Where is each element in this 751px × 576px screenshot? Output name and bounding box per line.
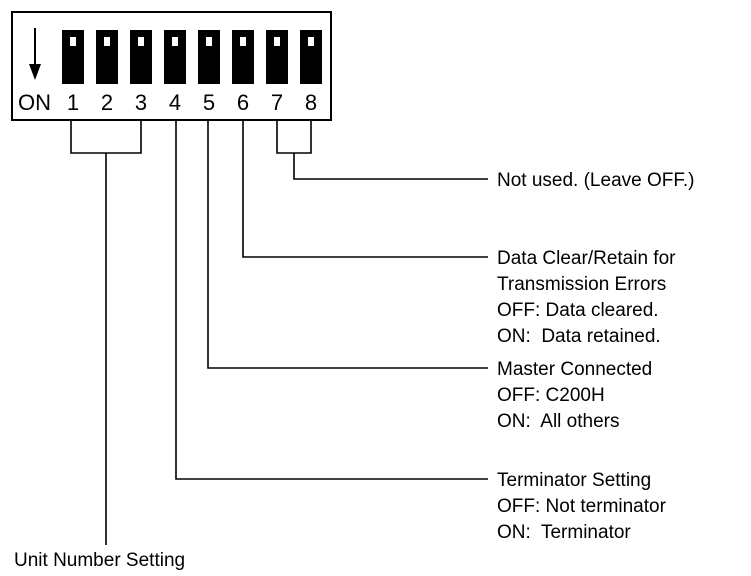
leader-data-clear xyxy=(242,120,488,258)
switch-number-1: 1 xyxy=(67,90,79,115)
dip-lever-7 xyxy=(266,30,288,84)
switch-number-3: 3 xyxy=(135,90,147,115)
dip-lever-2 xyxy=(96,30,118,84)
callout-master-line-2: OFF: C200H xyxy=(497,385,605,406)
callout-unit-number-line-1: Unit Number Setting xyxy=(14,550,185,571)
callout-data-clear-line-2: Transmission Errors xyxy=(497,274,666,295)
switch-number-7: 7 xyxy=(271,90,283,115)
leader-lines xyxy=(70,120,488,545)
dip-lever-6 xyxy=(232,30,254,84)
callout-unused-line-1: Not used. (Leave OFF.) xyxy=(497,170,694,191)
dip-lever-5 xyxy=(198,30,220,84)
leader-master xyxy=(207,120,488,369)
callout-master-line-3: ON: All others xyxy=(497,411,620,432)
callout-master-line-1: Master Connected xyxy=(497,359,652,380)
leader-unit-number xyxy=(70,120,142,545)
callout-data-clear-line-4: ON: Data retained. xyxy=(497,326,661,347)
leader-terminator xyxy=(175,120,488,480)
switch-number-5: 5 xyxy=(203,90,215,115)
on-direction-arrow-icon xyxy=(29,28,41,80)
leader-unused xyxy=(276,120,488,180)
dip-lever-3 xyxy=(130,30,152,84)
callout-terminator-line-2: OFF: Not terminator xyxy=(497,496,667,517)
dip-lever-8 xyxy=(300,30,322,84)
callout-terminator-line-3: ON: Terminator xyxy=(497,522,631,543)
switch-number-8: 8 xyxy=(305,90,317,115)
callout-data-clear-line-3: OFF: Data cleared. xyxy=(497,300,659,321)
callout-terminator-line-1: Terminator Setting xyxy=(497,470,651,491)
dip-levers xyxy=(62,30,322,84)
switch-number-6: 6 xyxy=(237,90,249,115)
dip-lever-4 xyxy=(164,30,186,84)
dip-lever-1 xyxy=(62,30,84,84)
switch-number-2: 2 xyxy=(101,90,113,115)
switch-number-4: 4 xyxy=(169,90,181,115)
callout-data-clear-line-1: Data Clear/Retain for xyxy=(497,248,676,269)
on-label: ON xyxy=(18,90,51,115)
